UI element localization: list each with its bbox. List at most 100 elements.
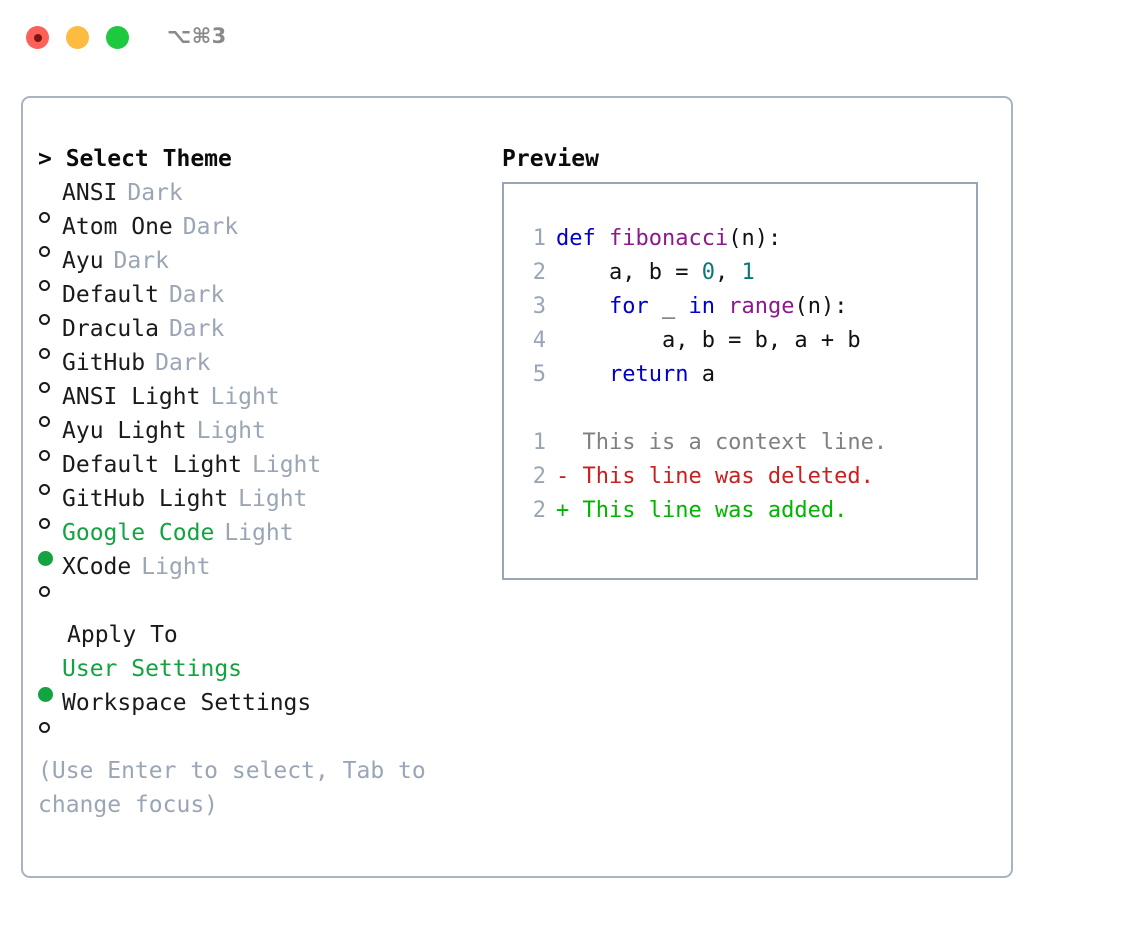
theme-kind: Dark xyxy=(182,214,239,240)
theme-kind: Dark xyxy=(113,248,169,274)
token-keyword: in xyxy=(688,294,715,319)
apply-to-option-list: User Settings Workspace Settings xyxy=(38,652,478,733)
section-spacer xyxy=(38,584,478,618)
token-plain: a, b = xyxy=(556,260,702,285)
theme-kind: Dark xyxy=(155,350,211,376)
token-plain: , xyxy=(714,260,742,285)
token-plain: a xyxy=(688,362,715,387)
diff-text: - This line was deleted. xyxy=(556,464,874,489)
main-panel: > Select Theme ANSI Dark Atom One Dark A… xyxy=(21,96,1013,878)
apply-to-name: Workspace Settings xyxy=(62,690,312,716)
close-button[interactable] xyxy=(26,26,49,49)
token-plain xyxy=(715,294,728,319)
page-title: > Select Theme xyxy=(38,146,232,172)
theme-name: Default xyxy=(62,282,159,308)
theme-option-ayu-dark[interactable]: Ayu Dark xyxy=(38,244,478,291)
theme-option-default-dark[interactable]: Default Dark xyxy=(38,278,478,325)
theme-name: Dracula xyxy=(62,316,159,342)
token-number: 0 xyxy=(701,260,715,285)
line-number: 5 xyxy=(532,362,546,387)
code-line: 2 a, b = 0, 1 xyxy=(522,256,976,290)
theme-option-ansi-dark[interactable]: ANSI Dark xyxy=(38,176,478,223)
theme-picker-column: > Select Theme ANSI Dark Atom One Dark A… xyxy=(38,142,478,822)
token-plain: a, b = b, a + b xyxy=(556,328,861,353)
theme-kind: Light xyxy=(238,486,308,512)
theme-name: ANSI xyxy=(62,180,118,206)
token-plain xyxy=(556,362,609,387)
theme-kind: Dark xyxy=(168,282,225,308)
hint-spacer xyxy=(38,720,478,754)
theme-kind: Dark xyxy=(127,180,183,206)
apply-to-label: Apply To xyxy=(67,622,178,648)
code-text: def fibonacci(n): xyxy=(556,222,781,256)
theme-option-ansi-light[interactable]: ANSI Light Light xyxy=(38,380,478,427)
code-preview-box: 1 def fibonacci(n): 2 a, b = 0, 1 3 for … xyxy=(502,182,978,580)
diff-line-added: 2 + This line was added. xyxy=(522,494,976,528)
theme-name: Ayu Light xyxy=(62,418,187,444)
theme-name: Ayu xyxy=(62,248,104,274)
keyboard-hint-text: (Use Enter to select, Tab to change focu… xyxy=(38,758,440,818)
minimize-button[interactable] xyxy=(66,26,89,49)
theme-name: Atom One xyxy=(62,214,173,240)
theme-option-list: ANSI Dark Atom One Dark Ayu Dark Default xyxy=(38,176,478,597)
token-plain: (n): xyxy=(794,294,848,319)
line-number: 1 xyxy=(532,226,546,251)
code-line: 5 return a xyxy=(522,358,976,392)
token-plain: (n): xyxy=(728,226,782,251)
theme-option-default-light[interactable]: Default Light Light xyxy=(38,448,478,495)
preview-title: Preview xyxy=(502,146,599,172)
theme-kind: Light xyxy=(141,554,211,580)
keyboard-shortcut-label: ⌥⌘3 xyxy=(167,24,227,48)
diff-text: This is a context line. xyxy=(556,430,888,455)
line-number: 3 xyxy=(532,294,546,319)
token-keyword: def xyxy=(556,226,609,251)
theme-kind: Dark xyxy=(168,316,225,342)
line-number: 4 xyxy=(532,328,546,353)
code-text: for _ in range(n): xyxy=(556,290,847,324)
line-number: 2 xyxy=(532,464,546,489)
apply-to-option-user-settings[interactable]: User Settings xyxy=(38,652,478,702)
code-text: a, b = 0, 1 xyxy=(556,256,755,290)
line-number: 1 xyxy=(532,430,546,455)
code-diff-separator xyxy=(522,392,976,426)
title-bar: ⌥⌘3 xyxy=(0,0,1140,78)
diff-line-context: 1 This is a context line. xyxy=(522,426,976,460)
theme-option-ayu-light[interactable]: Ayu Light Light xyxy=(38,414,478,461)
theme-option-xcode-light[interactable]: XCode Light xyxy=(38,550,478,597)
token-plain xyxy=(556,294,609,319)
theme-kind: Light xyxy=(224,520,294,546)
theme-option-github-dark[interactable]: GitHub Dark xyxy=(38,346,478,393)
theme-kind: Light xyxy=(252,452,322,478)
theme-name: Google Code xyxy=(62,520,215,546)
theme-kind: Light xyxy=(196,418,266,444)
code-line: 1 def fibonacci(n): xyxy=(522,222,976,256)
theme-option-atom-one-dark[interactable]: Atom One Dark xyxy=(38,210,478,257)
preview-column: Preview 1 def fibonacci(n): 2 a, b = 0, … xyxy=(502,142,992,580)
code-line: 4 a, b = b, a + b xyxy=(522,324,976,358)
apply-to-option-workspace-settings[interactable]: Workspace Settings xyxy=(38,686,478,733)
diff-line-deleted: 2 - This line was deleted. xyxy=(522,460,976,494)
token-keyword: for xyxy=(608,294,649,319)
line-number: 2 xyxy=(532,260,546,285)
token-function: fibonacci xyxy=(608,226,729,251)
code-line: 3 for _ in range(n): xyxy=(522,290,976,324)
token-plain: _ xyxy=(648,294,689,319)
traffic-light-buttons xyxy=(26,26,129,49)
theme-option-google-code-light[interactable]: Google Code Light xyxy=(38,516,478,566)
theme-name: ANSI Light xyxy=(62,384,201,410)
line-number: 2 xyxy=(532,498,546,523)
theme-name: GitHub xyxy=(62,350,146,376)
theme-option-dracula-dark[interactable]: Dracula Dark xyxy=(38,312,478,359)
token-keyword: return xyxy=(608,362,689,387)
theme-name: Default Light xyxy=(62,452,243,478)
theme-kind: Light xyxy=(210,384,280,410)
diff-text: + This line was added. xyxy=(556,498,848,523)
theme-option-github-light[interactable]: GitHub Light Light xyxy=(38,482,478,529)
code-text: a, b = b, a + b xyxy=(556,324,861,358)
token-number: 1 xyxy=(741,260,755,285)
maximize-button[interactable] xyxy=(106,26,129,49)
theme-name: GitHub Light xyxy=(62,486,229,512)
token-function: range xyxy=(728,294,795,319)
code-text: return a xyxy=(556,358,715,392)
